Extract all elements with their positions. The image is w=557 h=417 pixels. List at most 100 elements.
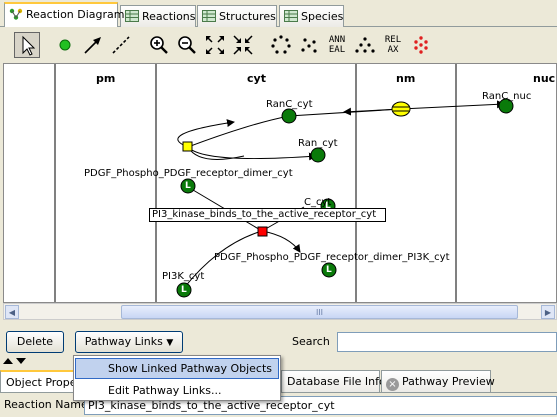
scroll-left-icon[interactable]: ◀ <box>5 305 19 319</box>
species-ranc-cyt <box>281 108 297 124</box>
species-ran-cyt <box>310 147 326 163</box>
reaction-edge <box>343 107 402 116</box>
reaction-edge <box>177 119 235 148</box>
cursor-icon <box>22 35 36 56</box>
table-icon <box>202 10 216 22</box>
dropdown-arrow-icon: ▼ <box>166 338 174 348</box>
reaction-label-box[interactable]: PI3_kinase_binds_to_the_active_receptor_… <box>149 208 386 222</box>
tab-reaction-diagram[interactable]: Reaction Diagram <box>4 2 125 27</box>
compartment-label-pm: pm <box>96 72 116 85</box>
pathway-links-button[interactable]: Pathway Links ▼ <box>75 331 183 353</box>
reaction-diagram-canvas[interactable]: pm cyt nm nuc L L L L RanC_cyt RanC_nuc … <box>3 63 557 303</box>
grid-layout-button[interactable] <box>352 32 378 58</box>
circle-layout-icon <box>271 35 291 54</box>
node-badge: L <box>325 201 331 211</box>
compartment-label-cyt: cyt <box>247 72 266 85</box>
arrow-icon <box>84 37 101 54</box>
species-label-pi3k-cyt[interactable]: PI3K_cyt <box>162 271 205 282</box>
annotate-label: ANN EAL <box>328 35 346 55</box>
tab-label: Reaction Diagram <box>26 8 125 21</box>
expand-icon <box>206 36 224 54</box>
dashed-line-icon <box>112 36 130 54</box>
compartment-label-nuc: nuc <box>533 72 556 85</box>
search-label: Search <box>292 335 330 348</box>
reaction-node-red <box>257 226 268 237</box>
pathway-links-menu: Show Linked Pathway Objects Edit Pathway… <box>73 355 281 401</box>
random-layout-button[interactable] <box>296 32 322 58</box>
select-tool-button[interactable] <box>14 32 40 58</box>
species-label-ran-cyt[interactable]: Ran_cyt <box>298 138 338 149</box>
highlight-layout-button[interactable] <box>408 32 434 58</box>
tab-label: Pathway Preview <box>402 375 495 388</box>
bottom-tabbar: Object Proper Database File Info ×Pathwa… <box>0 368 557 392</box>
tab-label: Reactions <box>142 10 196 23</box>
reaction-name-label: Reaction Name <box>4 398 88 411</box>
triangle-layout-icon <box>355 37 375 53</box>
species-label-pdgf-dimer[interactable]: PDGF_Phospho_PDGF_receptor_dimer_cyt <box>84 168 293 179</box>
tab-structures[interactable]: Structures <box>197 5 277 27</box>
shrink-icon <box>233 35 253 55</box>
tab-reactions[interactable]: Reactions <box>120 5 196 27</box>
menu-item-show-linked-pathway-objects[interactable]: Show Linked Pathway Objects <box>75 358 279 379</box>
menu-item-edit-pathway-links[interactable]: Edit Pathway Links... <box>108 384 222 397</box>
red-dots-icon <box>414 36 428 54</box>
add-species-button[interactable] <box>52 32 78 58</box>
scroll-right-icon[interactable]: ▶ <box>541 305 555 319</box>
compartment-label-nm: nm <box>396 72 416 85</box>
tab-label: Structures <box>219 10 276 23</box>
species-pi3k-cyt <box>176 282 192 298</box>
scroll-thumb[interactable]: III <box>121 305 518 319</box>
zoom-out-button[interactable] <box>174 32 200 58</box>
zoom-in-icon <box>150 36 168 54</box>
reaction-edge <box>400 100 505 110</box>
search-input[interactable] <box>337 332 557 352</box>
reaction-edge <box>183 230 263 289</box>
editor-tabbar: Reaction Diagram Reactions Structures Sp… <box>0 0 557 28</box>
node-badge: L <box>181 285 187 295</box>
species-label-ranc-cyt[interactable]: RanC_cyt <box>266 99 313 110</box>
table-icon <box>125 10 139 22</box>
species-label-ranc-nuc[interactable]: RanC_nuc <box>482 91 532 102</box>
add-reaction-button[interactable] <box>80 32 106 58</box>
diagram-toolbar: ANN EAL REL AX <box>0 28 557 62</box>
relax-label: REL AX <box>384 35 402 55</box>
reaction-edge <box>187 146 245 160</box>
tab-label: Species <box>301 10 344 23</box>
reaction-edge <box>187 146 317 161</box>
tab-database-file-info[interactable]: Database File Info <box>281 370 386 392</box>
horizontal-scrollbar[interactable]: ◀ III ▶ <box>3 303 557 320</box>
close-icon[interactable]: × <box>386 378 399 391</box>
add-link-button[interactable] <box>108 32 134 58</box>
random-layout-icon <box>301 38 317 53</box>
pathway-links-label: Pathway Links <box>84 335 163 348</box>
zoom-out-icon <box>178 36 196 54</box>
species-label-c-cyt[interactable]: C_cyt <box>304 197 332 208</box>
tabbar-divider <box>0 26 557 27</box>
tab-object-properties[interactable]: Object Proper <box>0 370 81 392</box>
reaction-node-yellow <box>182 141 193 152</box>
delete-button[interactable]: Delete <box>6 331 64 353</box>
node-badge: L <box>185 181 191 191</box>
annotate-button[interactable]: ANN EAL <box>324 35 350 55</box>
expand-canvas-button[interactable] <box>202 32 228 58</box>
species-ranc-nuc <box>498 98 514 114</box>
relax-button[interactable]: REL AX <box>380 35 406 55</box>
table-icon <box>284 10 298 22</box>
tab-pathway-preview[interactable]: ×Pathway Preview <box>381 370 495 392</box>
species-pdgf-dimer <box>180 178 196 194</box>
species-pdgf-dimer-pi3k <box>321 262 337 278</box>
reaction-edge <box>187 115 290 148</box>
zoom-in-button[interactable] <box>146 32 172 58</box>
collapse-down-icon <box>16 358 26 364</box>
reaction-edge <box>261 230 301 253</box>
tab-species[interactable]: Species <box>279 5 344 27</box>
transport-reaction-node <box>391 101 411 117</box>
green-dot-icon <box>59 39 71 51</box>
node-badge: L <box>326 265 332 275</box>
panel-splitter[interactable] <box>0 356 557 368</box>
circle-layout-button[interactable] <box>268 32 294 58</box>
shrink-canvas-button[interactable] <box>230 32 256 58</box>
species-label-pdgf-dimer-pi3k[interactable]: PDGF_Phospho_PDGF_receptor_dimer_PI3K_cy… <box>214 252 450 263</box>
expand-up-icon <box>3 358 13 364</box>
diagram-icon <box>9 8 23 20</box>
